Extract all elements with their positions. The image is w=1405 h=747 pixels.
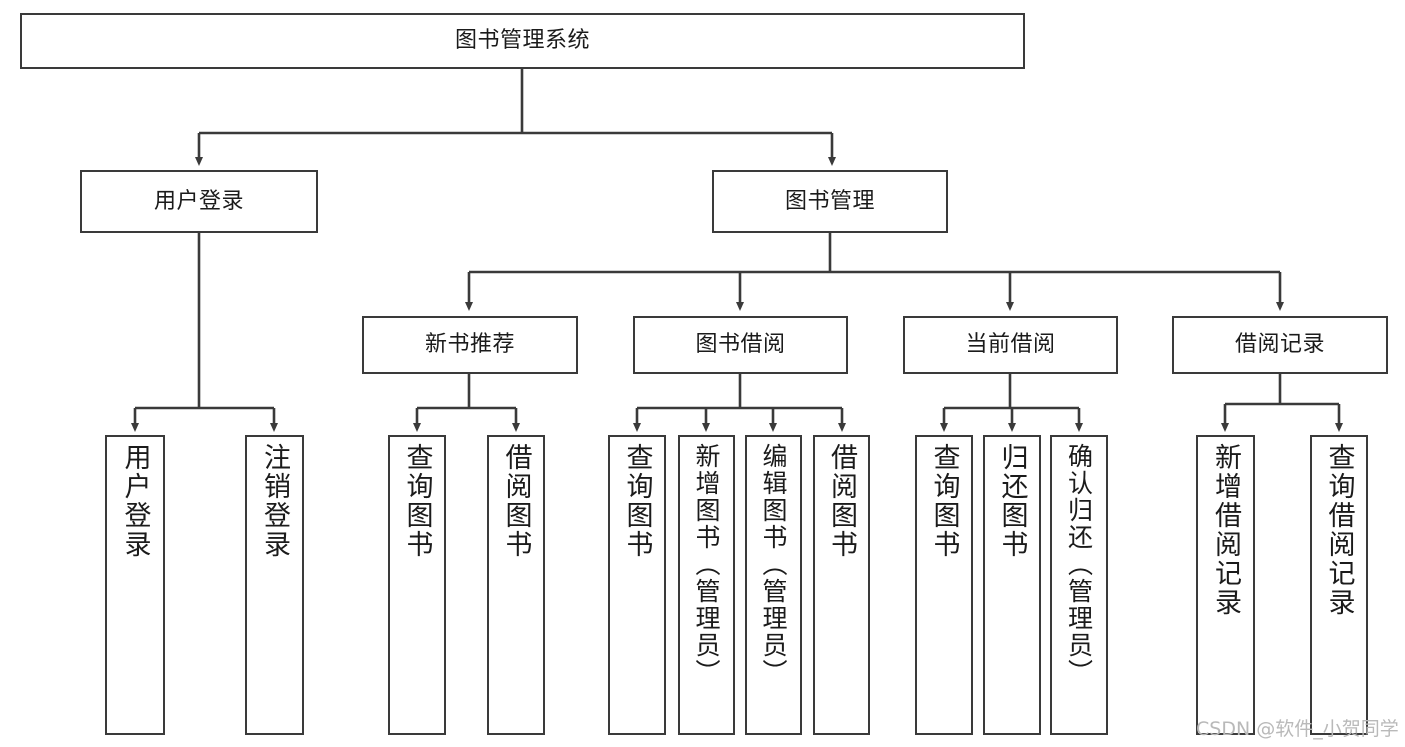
node-leaf-borrow-book-2[interactable]: 借阅图书 — [813, 435, 870, 735]
node-user-login[interactable]: 用户登录 — [80, 170, 318, 233]
node-root[interactable]: 图书管理系统 — [20, 13, 1025, 69]
node-leaf-user-login-label: 用户登录 — [119, 443, 151, 559]
node-borrow-record-label: 借阅记录 — [1234, 332, 1325, 358]
node-leaf-user-login[interactable]: 用户登录 — [105, 435, 165, 735]
node-leaf-query-book-1-label: 查询图书 — [401, 443, 433, 559]
node-borrow-record[interactable]: 借阅记录 — [1172, 316, 1388, 374]
node-leaf-borrow-book-1-label: 借阅图书 — [500, 443, 532, 559]
node-leaf-add-book[interactable]: 新增图书（管理员） — [678, 435, 735, 735]
node-current-borrow[interactable]: 当前借阅 — [903, 316, 1118, 374]
node-leaf-borrow-book-1[interactable]: 借阅图书 — [487, 435, 545, 735]
node-leaf-query-book-3-label: 查询图书 — [928, 443, 960, 559]
node-book-borrow[interactable]: 图书借阅 — [633, 316, 848, 374]
node-leaf-logout[interactable]: 注销登录 — [245, 435, 304, 735]
node-leaf-confirm-return-label: 确认归还（管理员） — [1064, 443, 1094, 686]
node-new-book-recommend-label: 新书推荐 — [424, 332, 515, 358]
node-leaf-add-record-label: 新增借阅记录 — [1210, 443, 1241, 617]
node-leaf-query-book-3[interactable]: 查询图书 — [915, 435, 973, 735]
node-book-borrow-label: 图书借阅 — [695, 332, 786, 358]
node-leaf-add-record[interactable]: 新增借阅记录 — [1196, 435, 1255, 735]
node-leaf-query-record-label: 查询借阅记录 — [1323, 443, 1355, 617]
node-book-manage-label: 图书管理 — [784, 188, 875, 214]
node-leaf-return-book-label: 归还图书 — [996, 443, 1028, 559]
node-leaf-query-book-1[interactable]: 查询图书 — [388, 435, 446, 735]
node-leaf-borrow-book-2-label: 借阅图书 — [826, 443, 857, 559]
node-leaf-add-book-label: 新增图书（管理员） — [692, 443, 721, 686]
node-leaf-return-book[interactable]: 归还图书 — [983, 435, 1041, 735]
node-leaf-query-book-2-label: 查询图书 — [621, 443, 653, 559]
node-new-book-recommend[interactable]: 新书推荐 — [362, 316, 578, 374]
node-current-borrow-label: 当前借阅 — [965, 332, 1056, 358]
node-leaf-edit-book[interactable]: 编辑图书（管理员） — [745, 435, 802, 735]
node-leaf-edit-book-label: 编辑图书（管理员） — [759, 443, 788, 686]
node-book-manage[interactable]: 图书管理 — [712, 170, 948, 233]
node-leaf-confirm-return[interactable]: 确认归还（管理员） — [1050, 435, 1108, 735]
node-leaf-query-book-2[interactable]: 查询图书 — [608, 435, 666, 735]
node-leaf-query-record[interactable]: 查询借阅记录 — [1310, 435, 1368, 735]
node-leaf-logout-label: 注销登录 — [259, 443, 290, 559]
node-user-login-label: 用户登录 — [153, 188, 244, 214]
csdn-watermark: CSDN @软件_小贺同学 — [1196, 718, 1399, 740]
node-root-label: 图书管理系统 — [454, 28, 590, 54]
